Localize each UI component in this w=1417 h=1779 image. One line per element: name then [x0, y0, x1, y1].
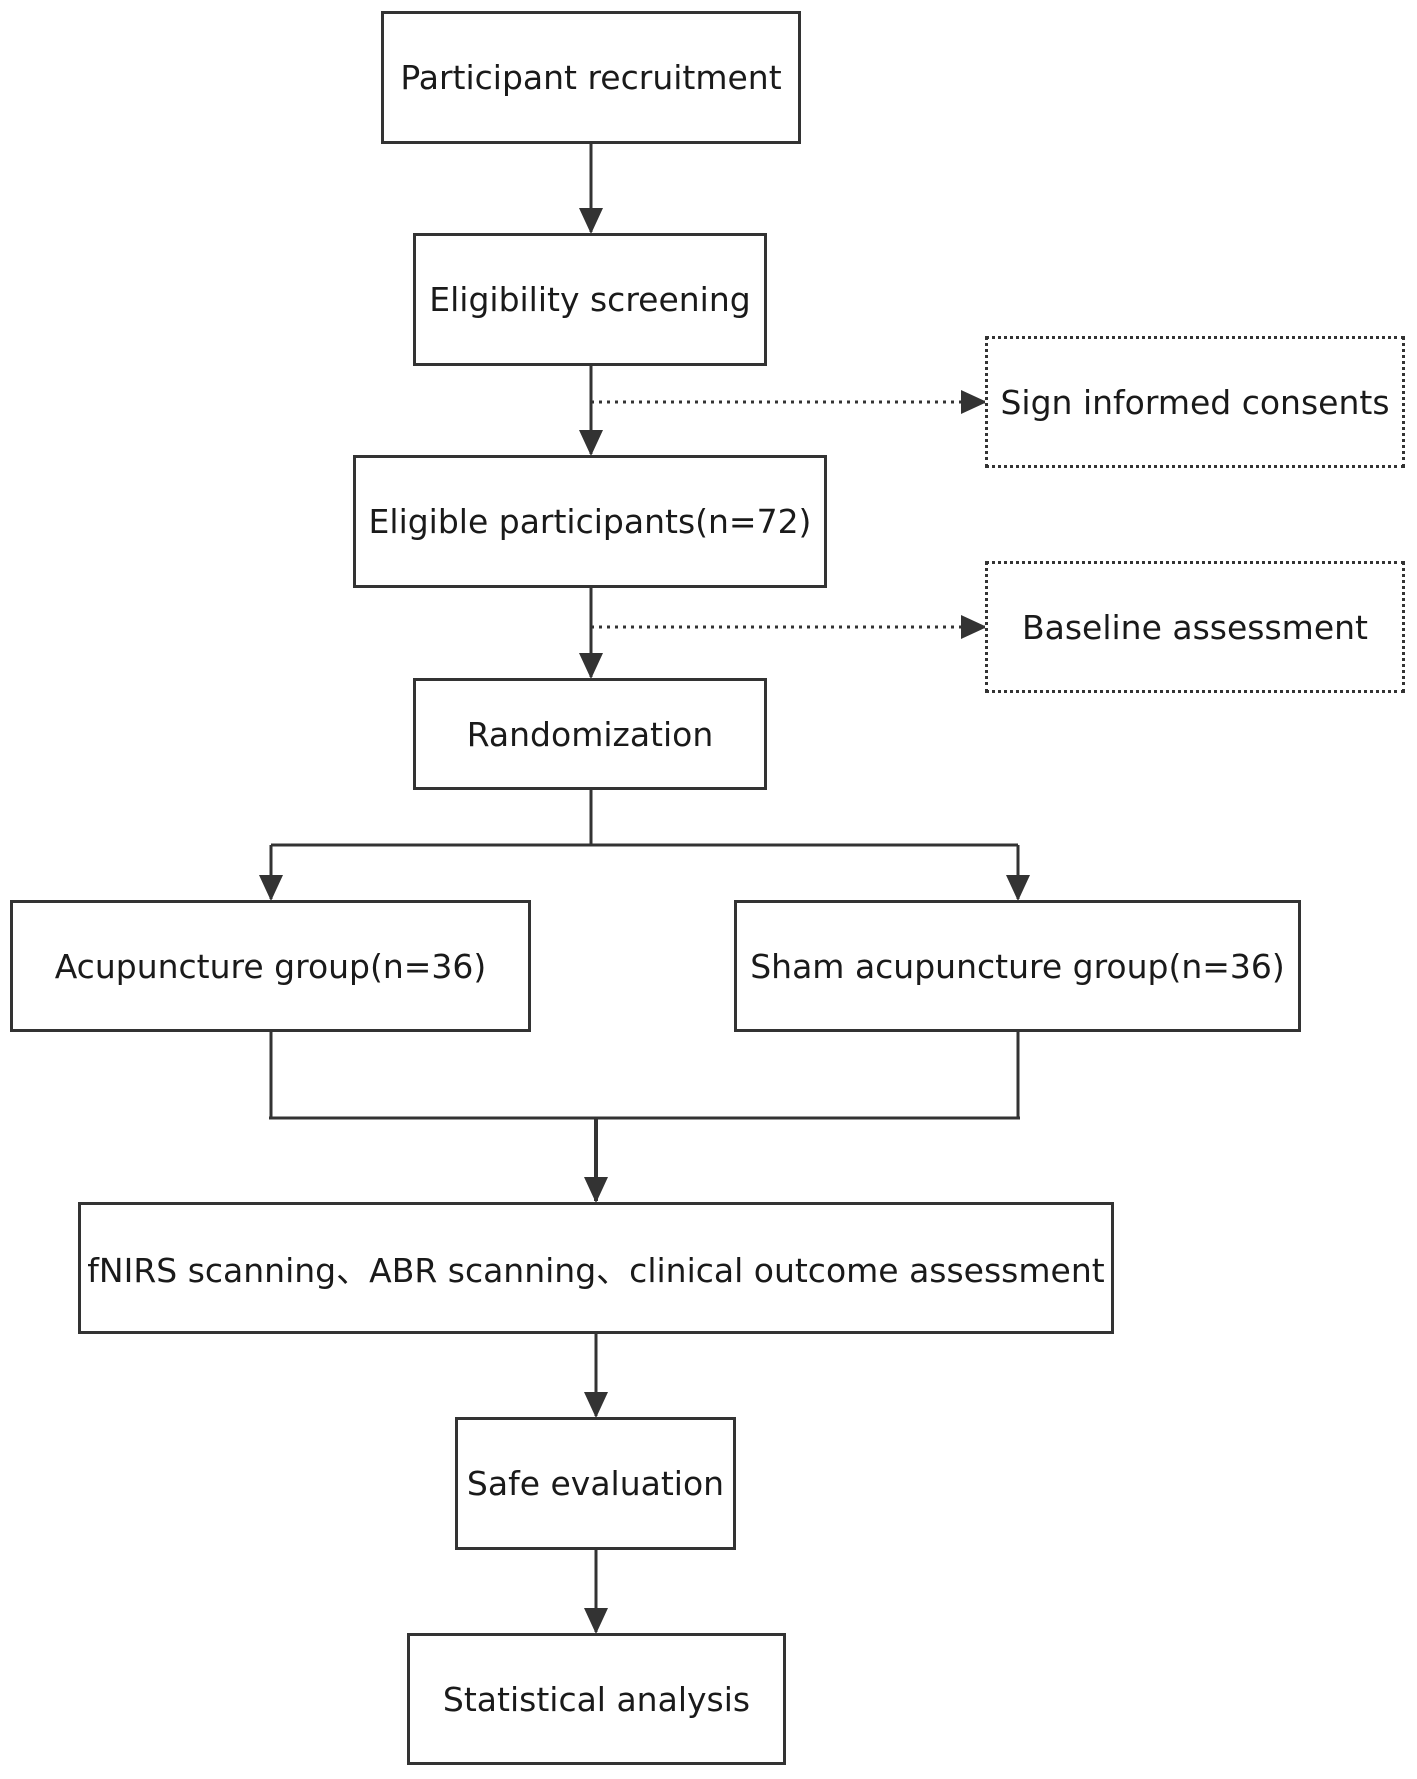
node-sign-informed-consents: Sign informed consents: [985, 336, 1405, 468]
node-statistical-analysis: Statistical analysis: [407, 1633, 786, 1765]
node-baseline-assessment: Baseline assessment: [985, 561, 1405, 693]
node-eligibility-screening: Eligibility screening: [413, 233, 767, 366]
node-randomization: Randomization: [413, 678, 767, 790]
node-safe-evaluation: Safe evaluation: [455, 1417, 736, 1550]
edge-randomization-split: [271, 790, 1018, 847]
node-scanning-assessment: fNIRS scanning、ABR scanning、clinical out…: [78, 1202, 1114, 1334]
edge-groups-merge: [269, 1032, 1020, 1120]
node-participant-recruitment: Participant recruitment: [381, 11, 801, 144]
node-acupuncture-group: Acupuncture group(n=36): [10, 900, 531, 1032]
node-eligible-participants: Eligible participants(n=72): [353, 455, 827, 588]
node-sham-acupuncture-group: Sham acupuncture group(n=36): [734, 900, 1301, 1032]
